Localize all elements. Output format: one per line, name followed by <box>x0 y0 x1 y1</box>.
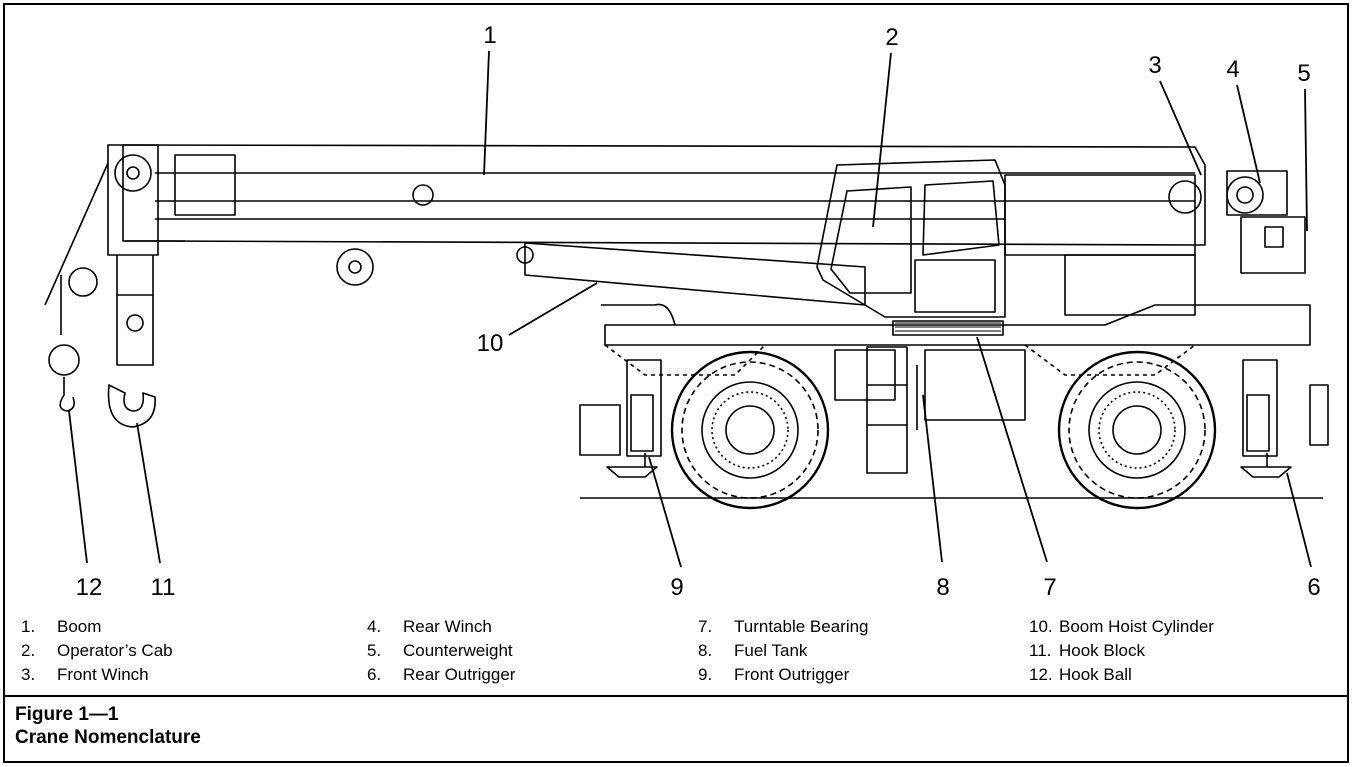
legend-item-hook-ball: 12.Hook Ball <box>1029 665 1132 684</box>
fuel-tank-shape <box>866 346 918 474</box>
leader-line-8 <box>922 394 943 563</box>
turntable-bearing-shape <box>892 320 1004 336</box>
legend-item-boom-hoist-cylinder: 10.Boom Hoist Cylinder <box>1029 617 1214 636</box>
rear-outrigger-shape <box>1240 359 1292 478</box>
leader-line-5 <box>1304 88 1308 232</box>
legend-item-turntable-bearing: 7.Turntable Bearing <box>698 617 869 636</box>
callout-8: 8 <box>936 574 949 601</box>
callout-6: 6 <box>1307 574 1320 601</box>
callout-9: 9 <box>670 574 683 601</box>
callout-3: 3 <box>1148 52 1161 79</box>
legend-item-counterweight: 5.Counterweight <box>367 641 513 660</box>
boom-shape <box>44 144 1206 306</box>
legend-column-2: 4.Rear Winch 5.Counterweight 6.Rear Outr… <box>367 615 515 687</box>
figure-title: Crane Nomenclature <box>15 727 201 748</box>
callout-4: 4 <box>1226 56 1239 83</box>
counterweight-shape <box>1240 216 1306 274</box>
leader-line-12 <box>68 410 88 564</box>
crane-illustration: 1 2 3 4 5 6 7 8 9 10 11 12 <box>44 22 1329 601</box>
carrier-shape <box>579 303 1329 456</box>
leader-line-3 <box>1159 80 1202 176</box>
hook-block-shape <box>107 255 156 428</box>
legend-item-operators-cab: 2.Operator’s Cab <box>21 641 173 660</box>
callout-12: 12 <box>76 574 103 601</box>
legend-item-front-winch: 3.Front Winch <box>21 665 149 684</box>
front-outrigger-shape <box>606 359 662 478</box>
legend: 1.Boom 2.Operator’s Cab 3.Front Winch 4.… <box>5 607 1347 697</box>
leader-line-7 <box>976 336 1048 563</box>
legend-item-front-outrigger: 9.Front Outrigger <box>698 665 850 684</box>
leader-line-1 <box>483 50 490 176</box>
leader-line-6 <box>1286 472 1312 568</box>
rear-wheel-shape <box>1057 350 1217 510</box>
callout-11: 11 <box>151 574 176 601</box>
leader-line-10 <box>508 282 598 336</box>
callout-2: 2 <box>885 24 898 51</box>
legend-column-4: 10.Boom Hoist Cylinder 11.Hook Block 12.… <box>1029 615 1214 687</box>
leader-line-2 <box>872 52 892 228</box>
callout-10: 10 <box>477 330 504 357</box>
front-wheel-shape <box>670 350 830 510</box>
legend-column-3: 7.Turntable Bearing 8.Fuel Tank 9.Front … <box>698 615 869 687</box>
legend-item-fuel-tank: 8.Fuel Tank <box>698 641 808 660</box>
operators-cab-shape <box>816 159 1006 318</box>
crane-drawing: 1 2 3 4 5 6 7 8 9 10 11 12 <box>5 5 1347 605</box>
callout-5: 5 <box>1297 60 1310 87</box>
leader-line-4 <box>1236 84 1261 184</box>
superstructure-shape <box>1004 170 1288 316</box>
hook-ball-shape <box>48 267 98 412</box>
figure-frame: 1 2 3 4 5 6 7 8 9 10 11 12 1.Boom 2.Oper… <box>3 3 1349 763</box>
callout-1: 1 <box>483 22 496 49</box>
legend-column-1: 1.Boom 2.Operator’s Cab 3.Front Winch <box>21 615 173 687</box>
figure-number: Figure 1—1 <box>15 704 119 725</box>
leader-line-9 <box>648 456 682 568</box>
legend-item-boom: 1.Boom <box>21 617 102 636</box>
legend-item-rear-winch: 4.Rear Winch <box>367 617 492 636</box>
figure-caption: Figure 1—1 Crane Nomenclature <box>5 695 1347 763</box>
boom-hoist-cylinder-shape <box>336 242 866 306</box>
leader-line-11 <box>136 422 161 564</box>
callout-7: 7 <box>1043 574 1056 601</box>
legend-item-rear-outrigger: 6.Rear Outrigger <box>367 665 516 684</box>
legend-item-hook-block: 11.Hook Block <box>1029 641 1145 660</box>
